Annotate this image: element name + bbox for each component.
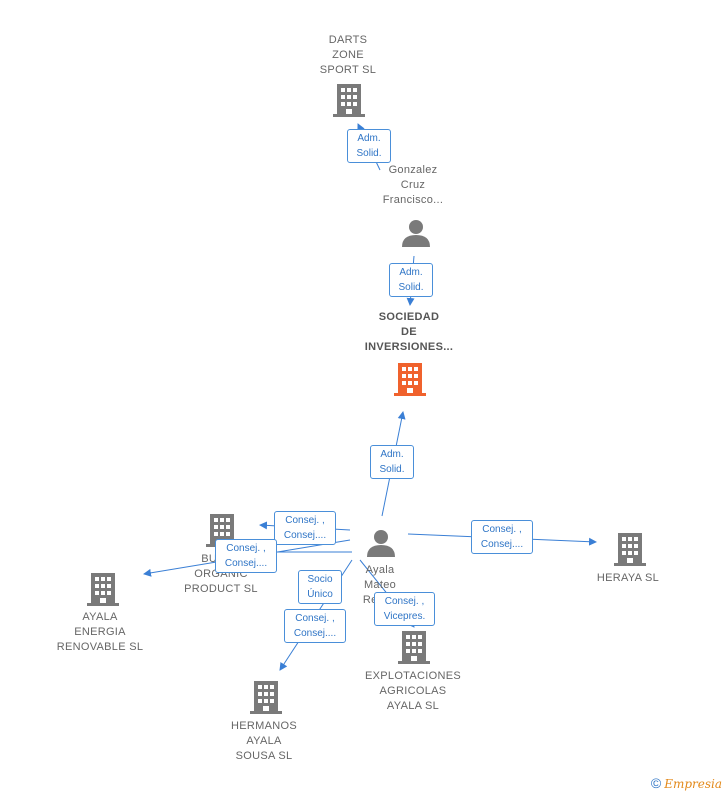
building-icon[interactable]: [614, 531, 646, 567]
copyright-icon: ©: [650, 775, 662, 791]
edge-label-ayala-explotaciones[interactable]: Consej. , Vicepres.: [374, 592, 435, 626]
node-label-darts-zone-sport[interactable]: DARTS ZONE SPORT SL: [319, 34, 377, 76]
brand-name: Empresia: [664, 777, 722, 791]
building-icon[interactable]: [87, 571, 119, 607]
person-icon[interactable]: [365, 528, 397, 558]
edge-label-gonzalez-sociedad[interactable]: Adm. Solid.: [389, 263, 433, 297]
node-label-sociedad[interactable]: SOCIEDAD DE INVERSIONES...: [364, 311, 454, 353]
edge-label-ayala-socio-unico[interactable]: Socio Único: [298, 570, 342, 604]
node-label-hermanos[interactable]: HERMANOS AYALA SOUSA SL: [231, 720, 297, 762]
edge-label-ayala-sociedad[interactable]: Adm. Solid.: [370, 445, 414, 479]
edge-label-ayala-hermanos[interactable]: Consej. , Consej....: [284, 609, 346, 643]
edge-label-ayala-heraya[interactable]: Consej. , Consej....: [471, 520, 533, 554]
person-icon[interactable]: [400, 218, 432, 248]
node-label-ayala-mateo[interactable]: Ayala Mateo Rem...: [363, 564, 397, 606]
building-icon[interactable]: [333, 82, 365, 118]
building-icon[interactable]: [250, 679, 282, 715]
edge-label-ayala-energia[interactable]: Consej. , Consej....: [215, 539, 277, 573]
building-icon[interactable]: [394, 361, 426, 397]
node-label-explotaciones[interactable]: EXPLOTACIONES AGRICOLAS AYALA SL: [365, 670, 461, 712]
building-icon[interactable]: [398, 629, 430, 665]
node-label-ayala-energia[interactable]: AYALA ENERGIA RENOVABLE SL: [56, 611, 144, 653]
edge-label-ayala-bujalance[interactable]: Consej. , Consej....: [274, 511, 336, 545]
edge-label-gonzalez-darts[interactable]: Adm. Solid.: [347, 129, 391, 163]
footer-brand[interactable]: ©Empresia: [651, 775, 722, 791]
node-label-gonzalez[interactable]: Gonzalez Cruz Francisco...: [382, 164, 444, 206]
node-label-heraya[interactable]: HERAYA SL: [596, 572, 660, 584]
